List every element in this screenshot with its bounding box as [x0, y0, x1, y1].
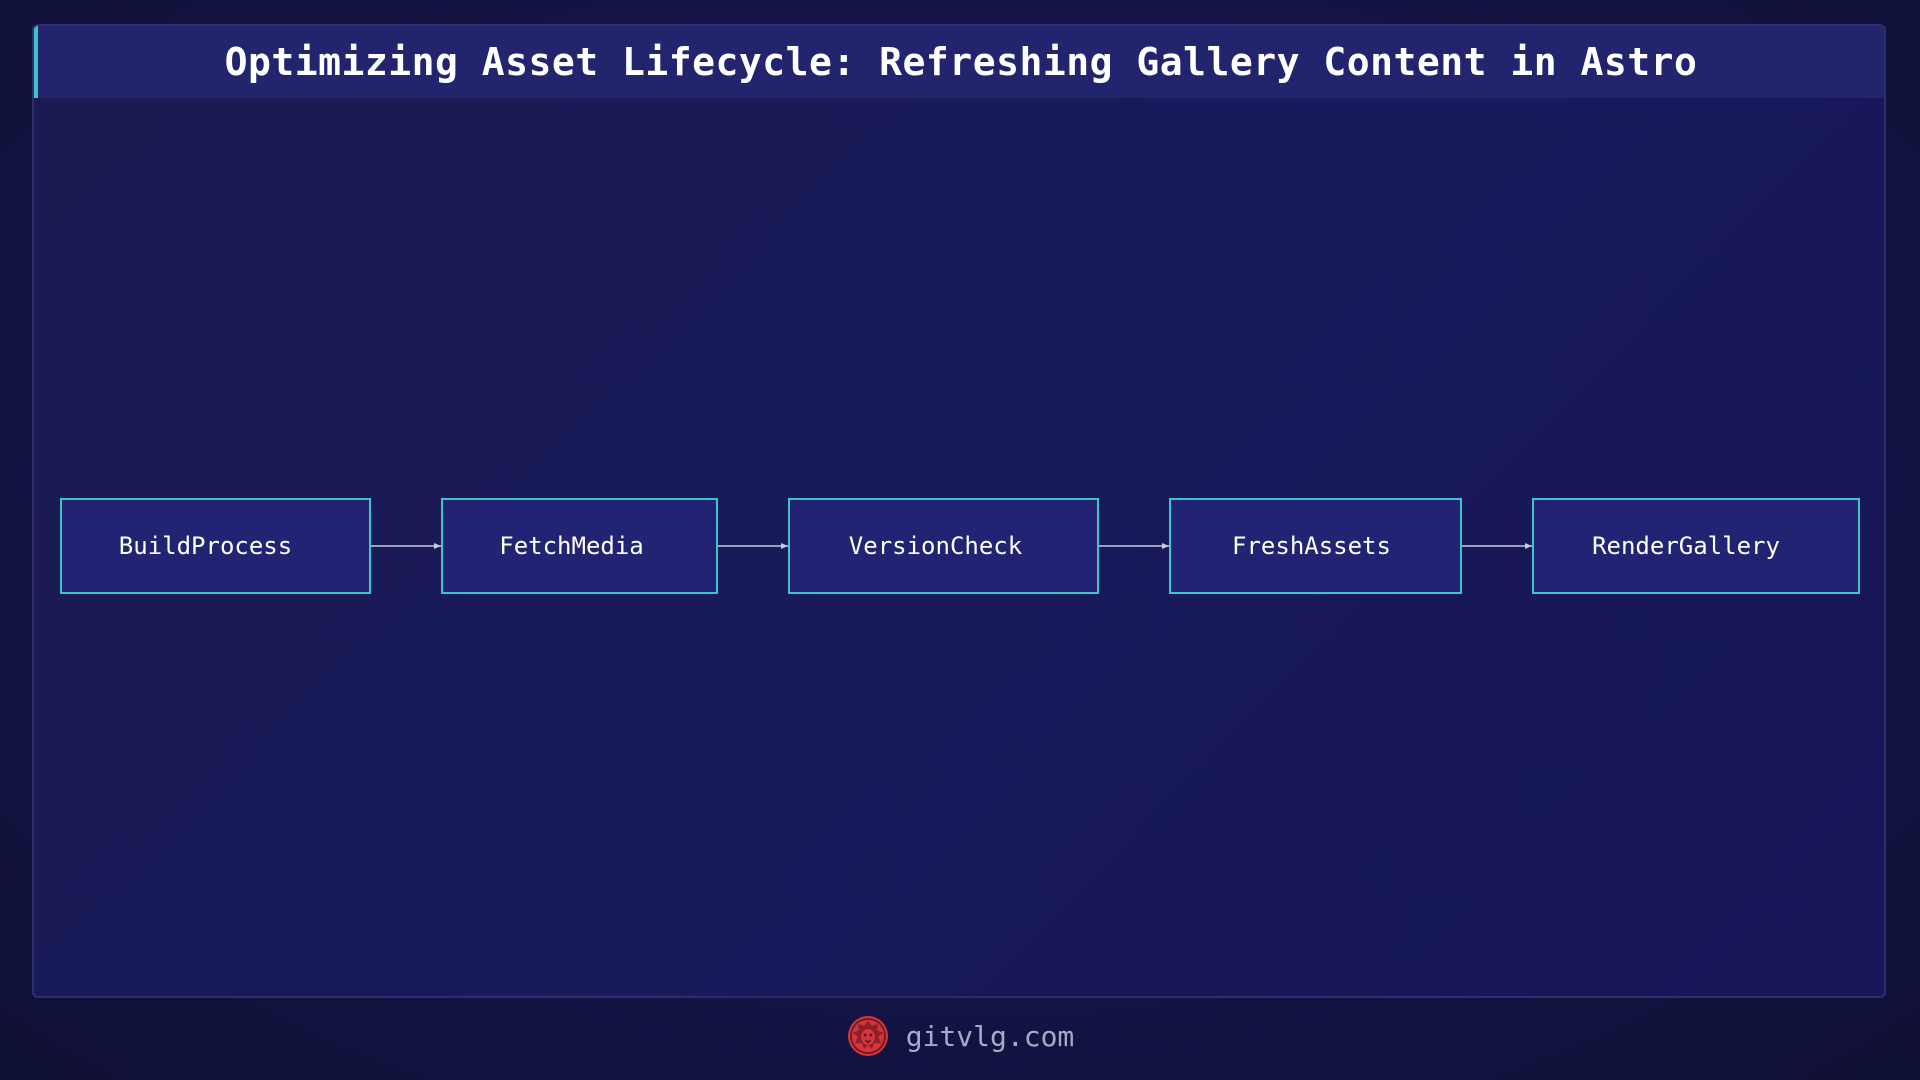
footer-site-link[interactable]: gitvlg.com	[905, 1019, 1075, 1053]
node-fetch-media: FetchMedia	[441, 498, 718, 594]
page-title: Optimizing Asset Lifecycle: Refreshing G…	[224, 40, 1698, 84]
node-version-check: VersionCheck	[788, 498, 1099, 594]
node-label: VersionCheck	[848, 532, 1023, 560]
node-render-gallery: RenderGallery	[1532, 498, 1860, 594]
node-fresh-assets: FreshAssets	[1169, 498, 1462, 594]
node-label: FetchMedia	[499, 532, 644, 560]
node-label: BuildProcess	[118, 532, 293, 560]
title-bar: Optimizing Asset Lifecycle: Refreshing G…	[34, 26, 1884, 98]
node-label: FreshAssets	[1232, 532, 1391, 560]
node-build-process: BuildProcess	[60, 498, 371, 594]
node-label: RenderGallery	[1592, 532, 1780, 560]
footer: gitvlg.com	[0, 1010, 1920, 1062]
lion-head-icon	[847, 1016, 888, 1056]
